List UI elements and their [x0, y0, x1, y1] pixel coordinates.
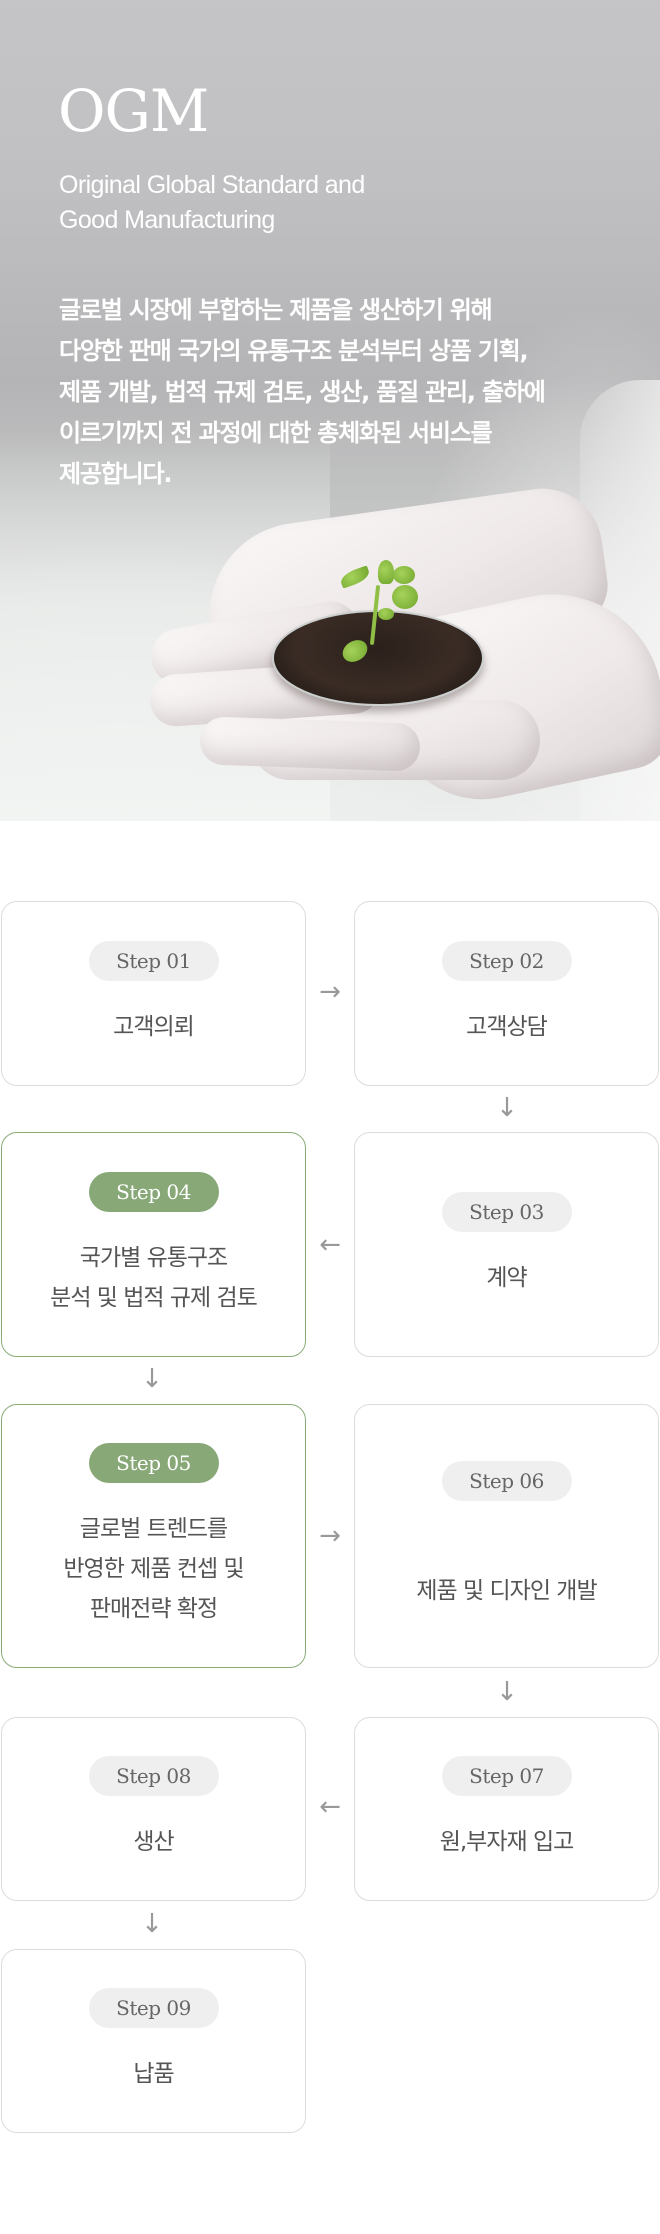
step-title-line: 생산: [133, 1829, 174, 1855]
step-title-line: 분석 및 법적 규제 검토: [50, 1284, 258, 1311]
step-title: 계약: [486, 1258, 527, 1298]
step-badge: Step 08: [88, 1756, 219, 1796]
arrow-right-icon: →: [319, 977, 341, 1007]
step-title-line: 계약: [486, 1264, 527, 1291]
arrow-left-icon: ←: [319, 1792, 341, 1822]
step-card-02: Step 02 고객상담: [354, 901, 659, 1086]
hero-subtitle-line: Good Manufacturing: [59, 206, 275, 234]
step-title: 고객상담: [466, 1007, 548, 1047]
glove-finger: [199, 716, 421, 772]
step-card-03: Step 03 계약: [354, 1132, 659, 1357]
step-title-line: 국가별 유통구조: [79, 1244, 228, 1271]
arrow-down-icon: ↓: [141, 1909, 163, 1939]
arrow-down-icon: ↓: [496, 1677, 518, 1707]
arrow-down-icon: ↓: [141, 1364, 163, 1394]
step-badge: Step 01: [88, 940, 219, 981]
seedling-leaf: [393, 566, 415, 584]
step-title-line: 원,부자재 입고: [439, 1829, 575, 1855]
hero-photo: [0, 0, 660, 821]
hero-description-line: 이르기까지 전 과정에 대한 총체화된 서비스를: [59, 419, 493, 447]
step-title: 제품 및 디자인 개발: [416, 1571, 597, 1611]
step-title-line: 납품: [133, 2061, 174, 2087]
step-card-01: Step 01 고객의뢰: [1, 901, 306, 1086]
hero-subtitle-line: Original Global Standard and: [59, 171, 365, 199]
step-title: 글로벌 트렌드를 반영한 제품 컨셉 및 판매전략 확정: [63, 1509, 244, 1629]
step-card-05: Step 05 글로벌 트렌드를 반영한 제품 컨셉 및 판매전략 확정: [1, 1404, 306, 1668]
hero-description: 글로벌 시장에 부합하는 제품을 생산하기 위해 다양한 판매 국가의 유통구조…: [59, 290, 619, 495]
hero-description-line: 글로벌 시장에 부합하는 제품을 생산하기 위해: [59, 296, 493, 324]
step-title: 고객의뢰: [113, 1007, 195, 1047]
step-title-line: 판매전략 확정: [89, 1596, 218, 1622]
step-badge: Step 07: [441, 1756, 572, 1796]
process-flow: Step 01 고객의뢰 → Step 02 고객상담 ↓ Step 04 국가…: [0, 821, 660, 2234]
hero-title: OGM: [58, 77, 209, 145]
step-badge: Step 04: [88, 1171, 219, 1212]
hero-description-line: 제공합니다.: [59, 460, 173, 488]
step-title: 원,부자재 입고: [439, 1822, 575, 1862]
step-title-line: 제품 및 디자인 개발: [416, 1578, 597, 1604]
step-title-line: 고객의뢰: [113, 1013, 195, 1040]
hero-banner: OGM Original Global Standard and Good Ma…: [0, 0, 660, 821]
hero-description-line: 다양한 판매 국가의 유통구조 분석부터 상품 기획,: [59, 337, 529, 365]
arrow-right-icon: →: [319, 1521, 341, 1551]
step-title-line: 글로벌 트렌드를: [79, 1516, 228, 1542]
step-card-08: Step 08 생산: [1, 1717, 306, 1901]
step-title: 국가별 유통구조 분석 및 법적 규제 검토: [50, 1238, 258, 1318]
seedling-leaf: [392, 585, 418, 609]
step-title-line: 반영한 제품 컨셉 및: [63, 1556, 244, 1582]
petri-dish-soil: [272, 610, 484, 706]
step-card-07: Step 07 원,부자재 입고: [354, 1717, 659, 1901]
hero-description-line: 제품 개발, 법적 규제 검토, 생산, 품질 관리, 출하에: [59, 378, 546, 406]
arrow-down-icon: ↓: [496, 1093, 518, 1123]
step-card-04: Step 04 국가별 유통구조 분석 및 법적 규제 검토: [1, 1132, 306, 1357]
step-title: 납품: [133, 2054, 174, 2094]
step-title-line: 고객상담: [466, 1013, 548, 1040]
step-badge: Step 06: [441, 1461, 572, 1501]
step-card-06: Step 06 제품 및 디자인 개발: [354, 1404, 659, 1668]
step-card-09: Step 09 납품: [1, 1949, 306, 2133]
step-badge: Step 05: [88, 1443, 219, 1483]
arrow-left-icon: ←: [319, 1230, 341, 1260]
seedling-leaf: [378, 560, 394, 584]
hero-subtitle: Original Global Standard and Good Manufa…: [59, 168, 479, 238]
step-badge: Step 02: [441, 940, 572, 981]
seedling-leaf: [378, 608, 394, 620]
step-title: 생산: [133, 1822, 174, 1862]
step-badge: Step 03: [441, 1191, 572, 1232]
step-badge: Step 09: [88, 1988, 219, 2028]
